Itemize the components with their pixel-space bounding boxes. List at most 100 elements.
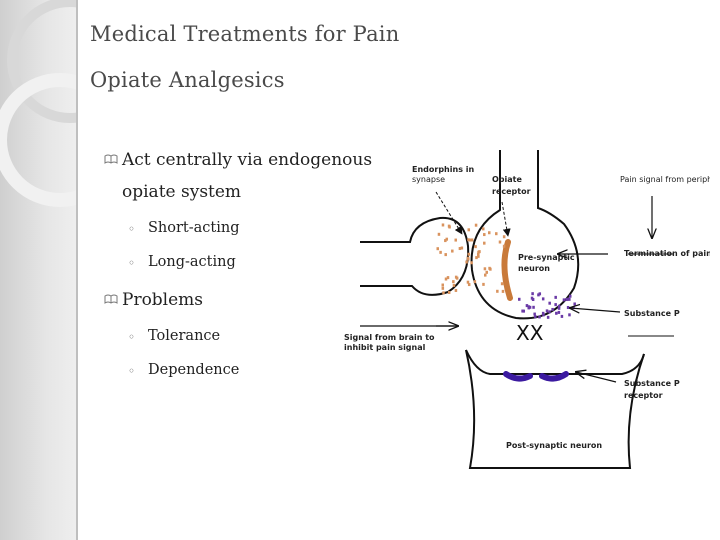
- endorphin-dot: [483, 233, 486, 237]
- presynaptic-neuron: [470, 150, 580, 320]
- endorphin-dot: [470, 238, 474, 242]
- substance-p-dot: [527, 306, 531, 310]
- label-postsynaptic: Post-synaptic neuron: [506, 441, 602, 450]
- label-endorphins-1: Endorphins in: [412, 165, 474, 174]
- endorphin-dot: [467, 228, 471, 232]
- endorphin-dot: [444, 253, 447, 257]
- block-mark: XX: [516, 321, 544, 345]
- endorphin-dot: [484, 273, 487, 277]
- sub-bullet-dependence: Dependence: [148, 362, 240, 378]
- endorphin-dot: [467, 238, 470, 242]
- substance-p-dot: [531, 292, 534, 296]
- substance-p-dot: [518, 297, 521, 301]
- endorphin-dot: [474, 245, 477, 249]
- endorphin-dot: [446, 276, 450, 280]
- endorphin-dot: [477, 252, 480, 256]
- bullet-2-line1: Problems: [122, 290, 204, 310]
- substance-p-dot: [532, 305, 535, 309]
- substance-p-dot: [525, 304, 529, 308]
- substance-p-dot: [554, 295, 557, 299]
- substance-p-dot: [528, 305, 532, 309]
- endorphin-dot: [466, 256, 470, 260]
- label-termination: Termination of pain signal: [624, 249, 710, 258]
- endorphin-dot: [470, 261, 473, 265]
- endorphin-dot: [441, 223, 445, 227]
- endorphin-dot: [452, 283, 456, 287]
- label-opiate-1: Opiate: [492, 175, 522, 184]
- substance-p-dot: [557, 304, 561, 308]
- substance-p-dot: [533, 312, 536, 316]
- substance-p-dot: [568, 297, 571, 301]
- label-substance-p-receptor-1: Substance P: [624, 379, 680, 388]
- endorphin-dot: [488, 231, 491, 235]
- ring-bullet-icon: ◦: [128, 222, 136, 236]
- endorphin-dot: [498, 240, 502, 244]
- substance-p-dot: [565, 298, 568, 302]
- substance-p-dot: [542, 313, 545, 317]
- substance-p-dot: [557, 306, 561, 310]
- endorphin-dot: [500, 282, 504, 286]
- ring-bullet-icon: ◦: [128, 256, 136, 270]
- sub-bullet-long-acting: Long-acting: [148, 254, 236, 270]
- substance-p-dot: [548, 310, 551, 314]
- slide-sidebar: [0, 0, 78, 540]
- endorphin-dot: [466, 280, 470, 284]
- endorphin-dot: [445, 237, 449, 241]
- circle-decoration-icon: [0, 0, 78, 207]
- substance-p-dot: [557, 310, 561, 314]
- endorphin-dot: [502, 235, 506, 239]
- endorphin-dot: [467, 252, 471, 256]
- substance-p-dot: [546, 315, 550, 319]
- endorphin-dot: [454, 288, 458, 292]
- substance-p-dot: [566, 297, 570, 301]
- endorphin-dot: [442, 291, 445, 295]
- substance-p-dot: [548, 301, 551, 305]
- endorphin-dot: [447, 224, 451, 228]
- endorphin-dot: [483, 241, 486, 245]
- endorphin-dot: [436, 247, 439, 251]
- endorphin-dot: [501, 289, 505, 293]
- sidebar-edge: [76, 0, 78, 540]
- substance-p-dot: [551, 307, 554, 311]
- endorphin-dots: [436, 223, 506, 295]
- substance-p-dot: [545, 309, 549, 313]
- ring-bullet-icon: ◦: [128, 330, 136, 344]
- label-substance-p-receptor-2: receptor: [624, 391, 663, 400]
- endorphin-dot: [451, 249, 454, 253]
- ring-bullet-icon: ◦: [128, 364, 136, 378]
- endorphin-dot: [485, 270, 488, 274]
- endorphin-dot: [441, 283, 444, 287]
- left-axon-terminal: [360, 216, 470, 296]
- endorphin-dot: [475, 256, 478, 260]
- substance-p-dot: [541, 297, 545, 301]
- endorphin-dot: [467, 283, 471, 287]
- substance-p-dot: [562, 298, 566, 302]
- label-presynaptic-1: Pre-synaptic: [518, 253, 575, 262]
- endorphin-dot: [482, 227, 485, 231]
- endorphin-dot: [483, 267, 487, 271]
- bullet-1-line1: Act centrally via endogenous: [122, 150, 373, 170]
- substance-p-dot: [560, 314, 564, 318]
- endorphin-dot: [477, 254, 480, 258]
- postsynaptic-neuron: [465, 349, 645, 469]
- endorphin-dot: [447, 290, 451, 294]
- substance-p-dot: [566, 306, 570, 310]
- substance-p-dot: [538, 292, 542, 296]
- label-presynaptic-2: neuron: [518, 264, 550, 273]
- endorphin-dot: [454, 275, 458, 279]
- substance-p-dot: [541, 311, 545, 315]
- substance-p-dot: [568, 313, 571, 317]
- synapse-diagram: Endorphins in synapse Opiate receptor Pa…: [344, 150, 710, 469]
- book-bullet-icon: [104, 294, 118, 304]
- endorphin-dot: [437, 232, 441, 236]
- endorphin-dot: [441, 286, 445, 290]
- sub-bullet-short-acting: Short-acting: [148, 220, 240, 236]
- substance-p-dot: [554, 303, 557, 307]
- endorphin-dot: [496, 289, 499, 293]
- endorphin-dot: [465, 260, 468, 264]
- label-substance-p: Substance P: [624, 309, 680, 318]
- endorphin-dot: [444, 277, 448, 281]
- substance-p-dot: [555, 311, 558, 315]
- label-opiate-2: receptor: [492, 187, 531, 196]
- label-signal-brain-1: Signal from brain to: [344, 333, 435, 342]
